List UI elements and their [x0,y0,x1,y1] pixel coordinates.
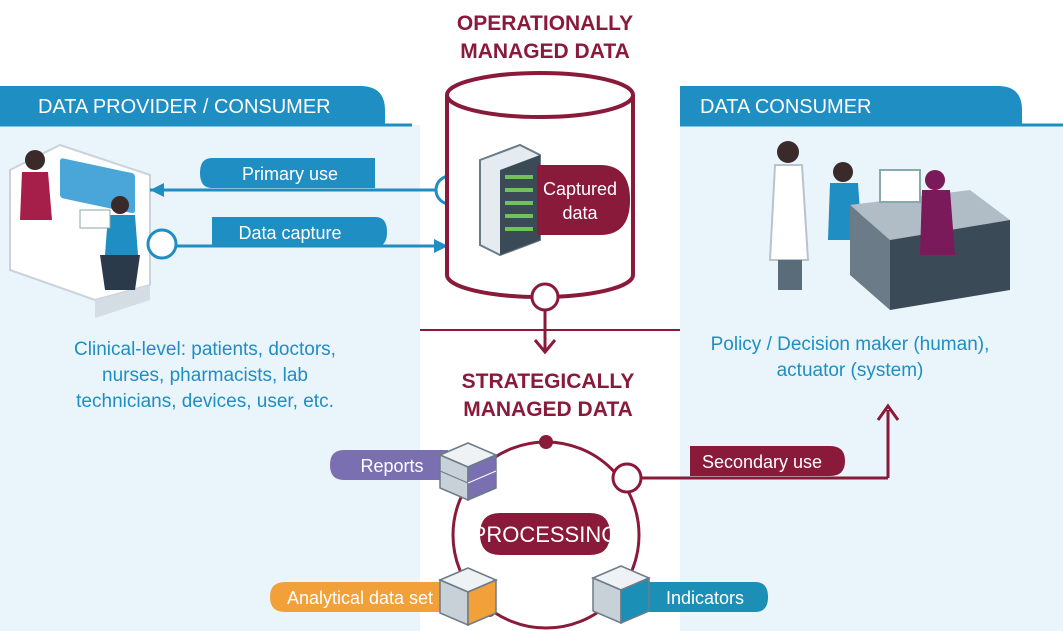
primary-use-arrow [150,183,164,197]
primary-use-label: Primary use [242,164,338,184]
data-capture-node [146,228,178,260]
data-capture-arrow [434,239,448,253]
secondary-use-pill [690,446,845,476]
left-panel-header-text: DATA PROVIDER / CONSUMER [38,96,331,118]
reports-pill [330,450,448,480]
secondary-use-arrow [876,403,900,421]
right-desc-line1: Policy / Decision maker (human), [711,334,990,355]
server-stack-icon [438,442,498,502]
database-cylinder: Captured data [445,71,635,312]
reports-node: Reports [330,442,498,502]
right-panel-header: DATA CONSUMER [680,86,1063,127]
indicators-label: Indicators [666,588,744,608]
server-stack-icon [591,565,651,625]
database-output-node [530,282,560,312]
office-meeting-illustration [768,141,1010,310]
processing-pill [480,513,610,555]
captured-data-line1: Captured [543,179,617,199]
strategic-title-line1: STRATEGICALLY [462,370,635,393]
left-panel-header: DATA PROVIDER / CONSUMER [0,86,412,127]
top-title-line1: OPERATIONALLY [457,12,633,35]
left-desc-line3: technicians, devices, user, etc. [76,391,334,412]
data-capture-label: Data capture [238,223,341,243]
data-capture-flow: Data capture [146,217,448,260]
secondary-use-node [611,462,643,494]
captured-data-pill [537,165,630,235]
server-icon [479,143,541,257]
left-desc-line1: Clinical-level: patients, doctors, [74,339,336,360]
top-title-line2: MANAGED DATA [460,40,630,63]
server-stack-icon [438,567,498,627]
right-desc-line2: actuator (system) [777,360,924,381]
down-arrow-head [533,339,557,355]
analytical-label: Analytical data set [287,588,433,608]
analytical-data-set-node: Analytical data set [270,567,498,627]
captured-data-line2: data [562,203,598,223]
reports-label: Reports [360,456,423,476]
analytical-pill [270,582,450,612]
strategic-title-line2: MANAGED DATA [463,398,633,421]
secondary-use-flow: Secondary use [611,403,900,494]
indicators-pill [640,582,768,612]
clinical-workstation-illustration [9,143,151,318]
secondary-use-label: Secondary use [702,452,822,472]
left-desc-line2: nurses, pharmacists, lab [102,365,308,386]
indicators-node: Indicators [591,565,768,625]
processing-label: PROCESSING [472,522,619,547]
right-panel-header-text: DATA CONSUMER [700,96,872,118]
